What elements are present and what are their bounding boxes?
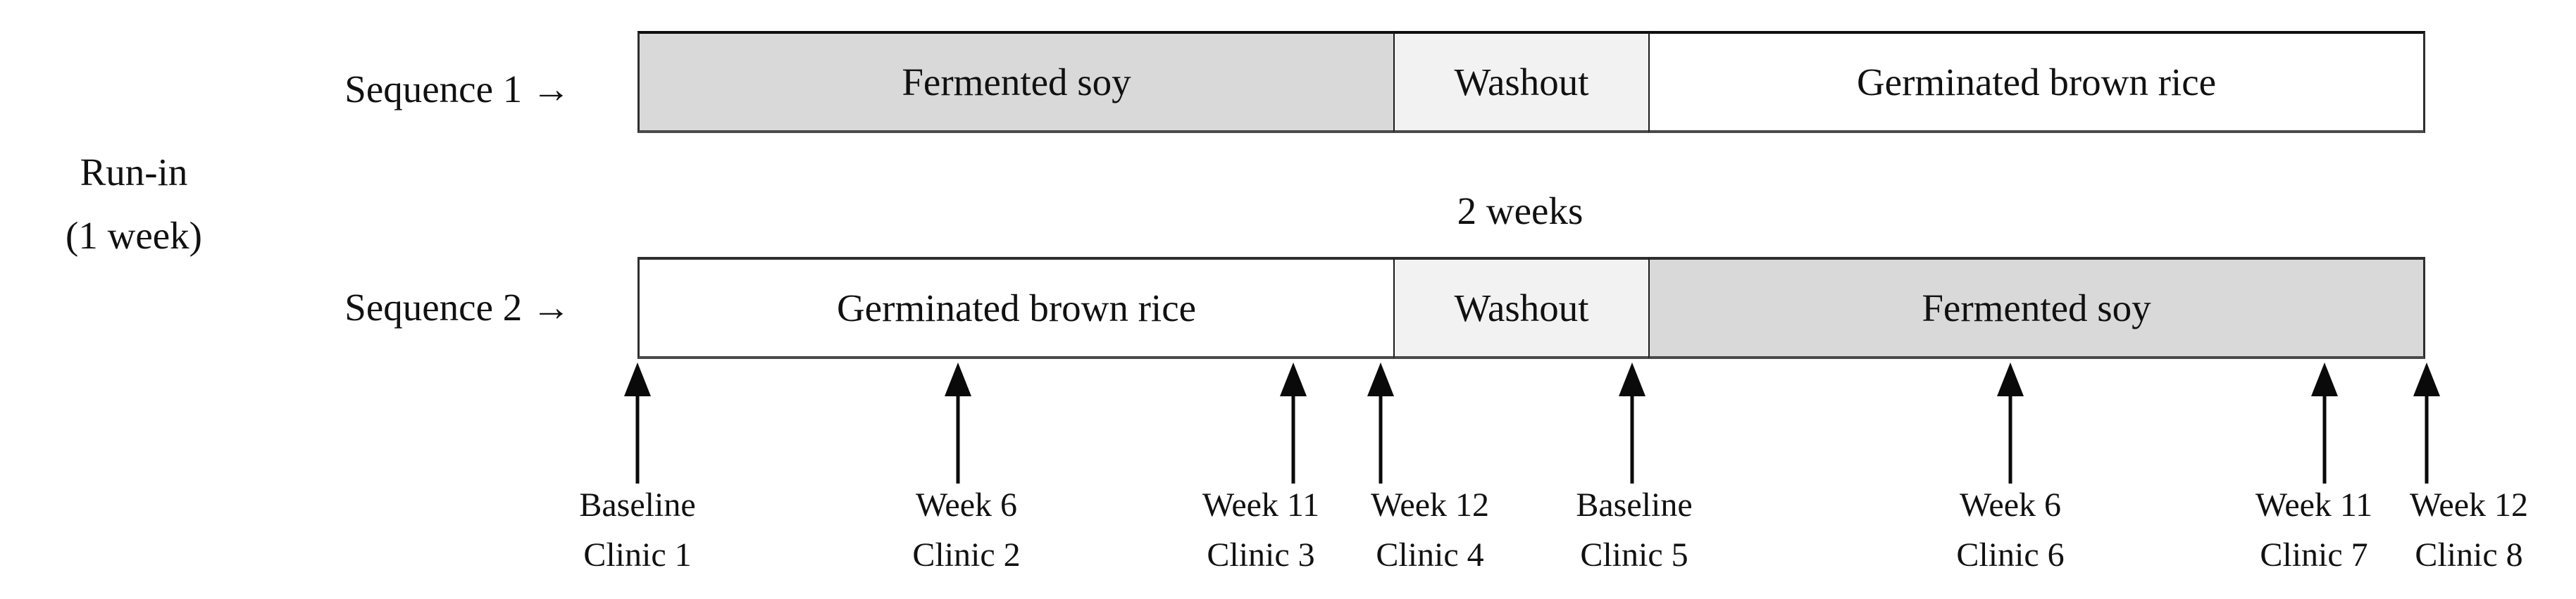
sequence-1-bar: Fermented soy Washout Germinated brown r… <box>637 31 2425 133</box>
timepoint-label-clinic-8: Week 12 Clinic 8 <box>2409 486 2529 574</box>
timepoint-label-clinic-3: Week 11 Clinic 3 <box>1202 486 1320 574</box>
timepoint-label-clinic-2: Week 6 Clinic 2 <box>912 486 1021 574</box>
sequence-2-bar: Germinated brown rice Washout Fermented … <box>637 257 2425 359</box>
timeline-arrow-clinic-2 <box>944 362 972 484</box>
segment-washout-1: Washout <box>1393 31 1648 133</box>
segment-fermented-soy-2: Fermented soy <box>1648 257 2425 359</box>
arrow-up-icon <box>1367 362 1394 396</box>
timeline-arrow-clinic-1 <box>623 362 652 484</box>
washout-duration-label: 2 weeks <box>1457 189 1583 232</box>
timeline-arrow-clinic-3 <box>1279 362 1307 484</box>
segment-germinated-brown-rice-2: Germinated brown rice <box>637 257 1393 359</box>
timepoint-label-clinic-5: Baseline Clinic 5 <box>1576 486 1693 574</box>
run-in-line1: Run-in <box>80 151 188 194</box>
arrow-up-icon <box>624 362 651 396</box>
timeline-arrow-clinic-7 <box>2310 362 2339 484</box>
timeline-arrow-clinic-5 <box>1618 362 1646 484</box>
timepoint-label-clinic-6: Week 6 Clinic 6 <box>1956 486 2065 574</box>
run-in-line2: (1 week) <box>66 214 202 257</box>
segment-fermented-soy-1: Fermented soy <box>637 31 1393 133</box>
timepoint-label-clinic-4: Week 12 Clinic 4 <box>1370 486 1490 574</box>
arrow-up-icon <box>2311 362 2338 396</box>
arrow-up-icon <box>945 362 971 396</box>
arrow-up-icon <box>1997 362 2024 396</box>
timepoint-label-clinic-1: Baseline Clinic 1 <box>579 486 696 574</box>
run-in-label: Run-in (1 week) <box>21 141 247 267</box>
sequence-1-label: Sequence 1 → <box>344 68 571 111</box>
arrow-up-icon <box>1619 362 1645 396</box>
timeline-arrow-clinic-6 <box>1996 362 2024 484</box>
arrow-up-icon <box>1280 362 1307 396</box>
segment-germinated-brown-rice-1: Germinated brown rice <box>1648 31 2425 133</box>
timeline-arrow-clinic-8 <box>2413 362 2441 484</box>
segment-washout-2: Washout <box>1393 257 1648 359</box>
timeline-arrow-clinic-4 <box>1367 362 1395 484</box>
timepoint-label-clinic-7: Week 11 Clinic 7 <box>2255 486 2373 574</box>
sequence-2-label: Sequence 2 → <box>344 286 571 329</box>
arrow-up-icon <box>2413 362 2440 396</box>
